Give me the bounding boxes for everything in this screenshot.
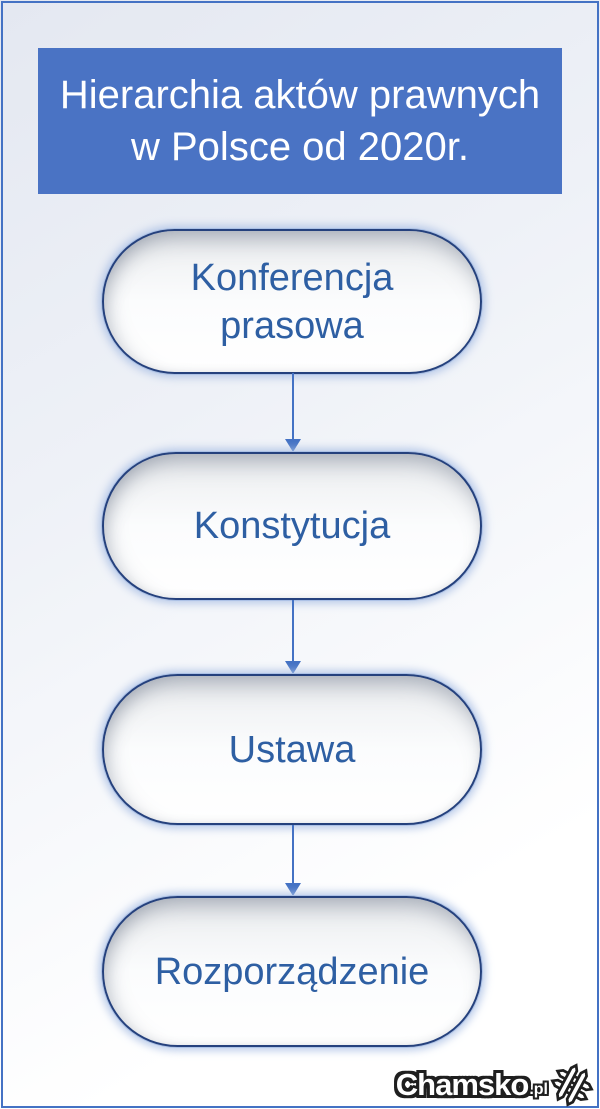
watermark-tld: .pl: [529, 1081, 548, 1098]
arrow-head: [285, 661, 301, 674]
arrow-down-icon: [279, 373, 307, 452]
arrow-head: [285, 883, 301, 896]
node-ustawa: Ustawa: [102, 674, 482, 825]
node-konstytucja: Konstytucja: [102, 452, 482, 600]
arrow-shaft: [292, 373, 294, 439]
arrow-head: [285, 439, 301, 452]
node-label: Konstytucja: [193, 505, 391, 547]
watermark-text: Chamsko: [395, 1067, 530, 1102]
arrow-shaft: [292, 825, 294, 883]
node-rozporzadzenie: Rozporządzenie: [102, 896, 482, 1047]
title-line-2: w Polsce od 2020r.: [131, 125, 469, 169]
title-line-1: Hierarchia aktów prawnych: [59, 73, 541, 117]
arrow-down-icon: [279, 825, 307, 896]
node-label: Rozporządzenie: [154, 950, 430, 993]
watermark: Chamsko .pl: [395, 1063, 594, 1107]
tilted-hash-icon: [550, 1063, 594, 1107]
title-banner: Hierarchia aktów prawnych w Polsce od 20…: [38, 48, 562, 194]
node-label: Ustawa: [228, 728, 356, 771]
arrow-shaft: [292, 600, 294, 661]
arrow-down-icon: [279, 600, 307, 674]
node-konferencja-prasowa: Konferencja prasowa: [102, 229, 482, 374]
node-label: Konferencja prasowa: [190, 256, 394, 347]
